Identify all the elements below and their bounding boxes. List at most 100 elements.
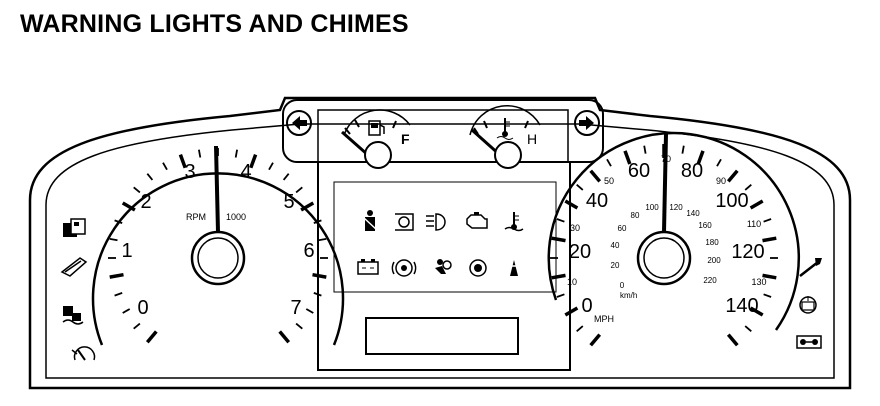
dial-minor-tick: [295, 186, 303, 194]
dial-minor-tick: [162, 162, 168, 171]
mph-minor-10: 10: [567, 277, 577, 287]
kmh-label-40: 40: [611, 241, 620, 250]
temperature-gauge: H: [469, 105, 541, 169]
dial-minor-tick: [268, 162, 274, 171]
temp-hub: [494, 141, 522, 169]
dial-minor-tick: [133, 322, 141, 330]
dial-major-tick: [696, 150, 705, 165]
dial-major-tick: [762, 273, 777, 280]
kmh-label-20: 20: [611, 261, 620, 270]
dial-major-tick: [178, 154, 187, 169]
dial-minor-tick: [295, 322, 303, 330]
center-panel-inner: [333, 181, 557, 293]
tire-pressure-icon: [395, 213, 414, 231]
dial-minor-tick: [305, 308, 314, 314]
dial-minor-tick: [643, 145, 647, 154]
fuel-pump-icon: [368, 120, 385, 136]
kmh-label-140: 140: [686, 209, 700, 218]
dial-minor-tick: [109, 238, 118, 242]
speedometer-ticks: [550, 144, 778, 347]
dial-minor-tick: [744, 184, 752, 191]
dial-minor-tick: [576, 184, 584, 191]
dial-minor-tick: [681, 145, 685, 154]
kmh-label-220: 220: [703, 276, 717, 285]
odometer-display: [365, 317, 519, 355]
center-panel: [317, 162, 571, 371]
dial-minor-tick: [556, 293, 565, 298]
traction-control-icon: [62, 306, 84, 325]
brake-warning-icon: [391, 259, 417, 277]
tach-label-2: 2: [140, 191, 151, 213]
left-turn-signal-icon: [286, 110, 312, 136]
dial-major-tick: [726, 169, 739, 183]
tach-label-1: 1: [121, 240, 132, 262]
tach-label-4: 4: [240, 161, 251, 183]
dial-major-tick: [589, 333, 602, 347]
dial-major-tick: [749, 306, 764, 317]
mph-label-140: 140: [725, 295, 758, 317]
wrench-icon: [799, 258, 822, 277]
dial-minor-tick: [716, 158, 722, 167]
kmh-label-160: 160: [698, 221, 712, 230]
dial-minor-tick: [133, 186, 141, 194]
dial-major-tick: [551, 236, 566, 243]
oil-can-icon: [60, 257, 88, 277]
tach-hub-inner: [197, 237, 239, 279]
fuel-needle: [341, 130, 369, 157]
dial-major-tick: [551, 273, 566, 280]
kmh-label-60: 60: [618, 224, 627, 233]
dial-minor-tick: [114, 292, 123, 297]
tach-multiplier-label: 1000: [226, 212, 246, 222]
airbag-icon: [435, 259, 452, 274]
battery-icon: [357, 259, 379, 275]
dial-major-tick: [249, 154, 258, 169]
dial-major-tick: [623, 150, 632, 165]
fuel-hub: [364, 141, 392, 169]
awd-icon: [796, 335, 822, 349]
dial-minor-tick: [313, 292, 322, 297]
dial-major-tick: [145, 330, 158, 344]
tach-label-6: 6: [303, 240, 314, 262]
dial-major-tick: [312, 272, 327, 279]
tach-label-0: 0: [137, 297, 148, 319]
speed-hub-inner: [643, 237, 685, 279]
mph-minor-130: 130: [751, 277, 766, 287]
dial-minor-tick: [234, 149, 238, 158]
page-title: WARNING LIGHTS AND CHIMES: [20, 10, 409, 38]
tachometer-ticks: [108, 148, 328, 344]
mph-label-40: 40: [586, 190, 608, 212]
dial-major-tick: [564, 199, 579, 210]
dial-minor-tick: [313, 219, 322, 224]
mph-label-80: 80: [681, 160, 703, 182]
dial-major-tick: [749, 199, 764, 210]
dial-minor-tick: [122, 308, 131, 314]
kmh-label-0: 0: [620, 281, 625, 290]
mph-label-60: 60: [628, 160, 650, 182]
tach-label-7: 7: [290, 297, 301, 319]
speed-needle: [662, 133, 668, 233]
dial-major-tick: [121, 201, 136, 212]
mph-minor-90: 90: [716, 176, 726, 186]
kmh-label-200: 200: [707, 256, 721, 265]
traction-off-icon: [508, 260, 520, 276]
cluster-housing-outer: [28, 96, 852, 390]
dial-major-tick: [726, 333, 739, 347]
mph-minor-50: 50: [604, 176, 614, 186]
check-engine-icon: [466, 212, 488, 229]
fuel-full-label: F: [401, 131, 410, 147]
mph-minor-110: 110: [747, 219, 761, 229]
kmh-label-120: 120: [669, 203, 683, 212]
high-beam-icon: [426, 213, 446, 231]
tach-needle: [214, 145, 220, 233]
abs-icon: [469, 259, 487, 277]
dial-major-tick: [278, 330, 291, 344]
fuel-door-icon: [63, 218, 86, 237]
mph-label-20: 20: [569, 241, 591, 263]
seatbelt-icon: [363, 210, 378, 231]
fuel-gauge: F: [341, 109, 411, 169]
dial-major-tick: [109, 272, 124, 279]
dial-minor-tick: [763, 218, 772, 223]
dial-minor-tick: [556, 218, 565, 223]
mph-label-100: 100: [715, 190, 748, 212]
